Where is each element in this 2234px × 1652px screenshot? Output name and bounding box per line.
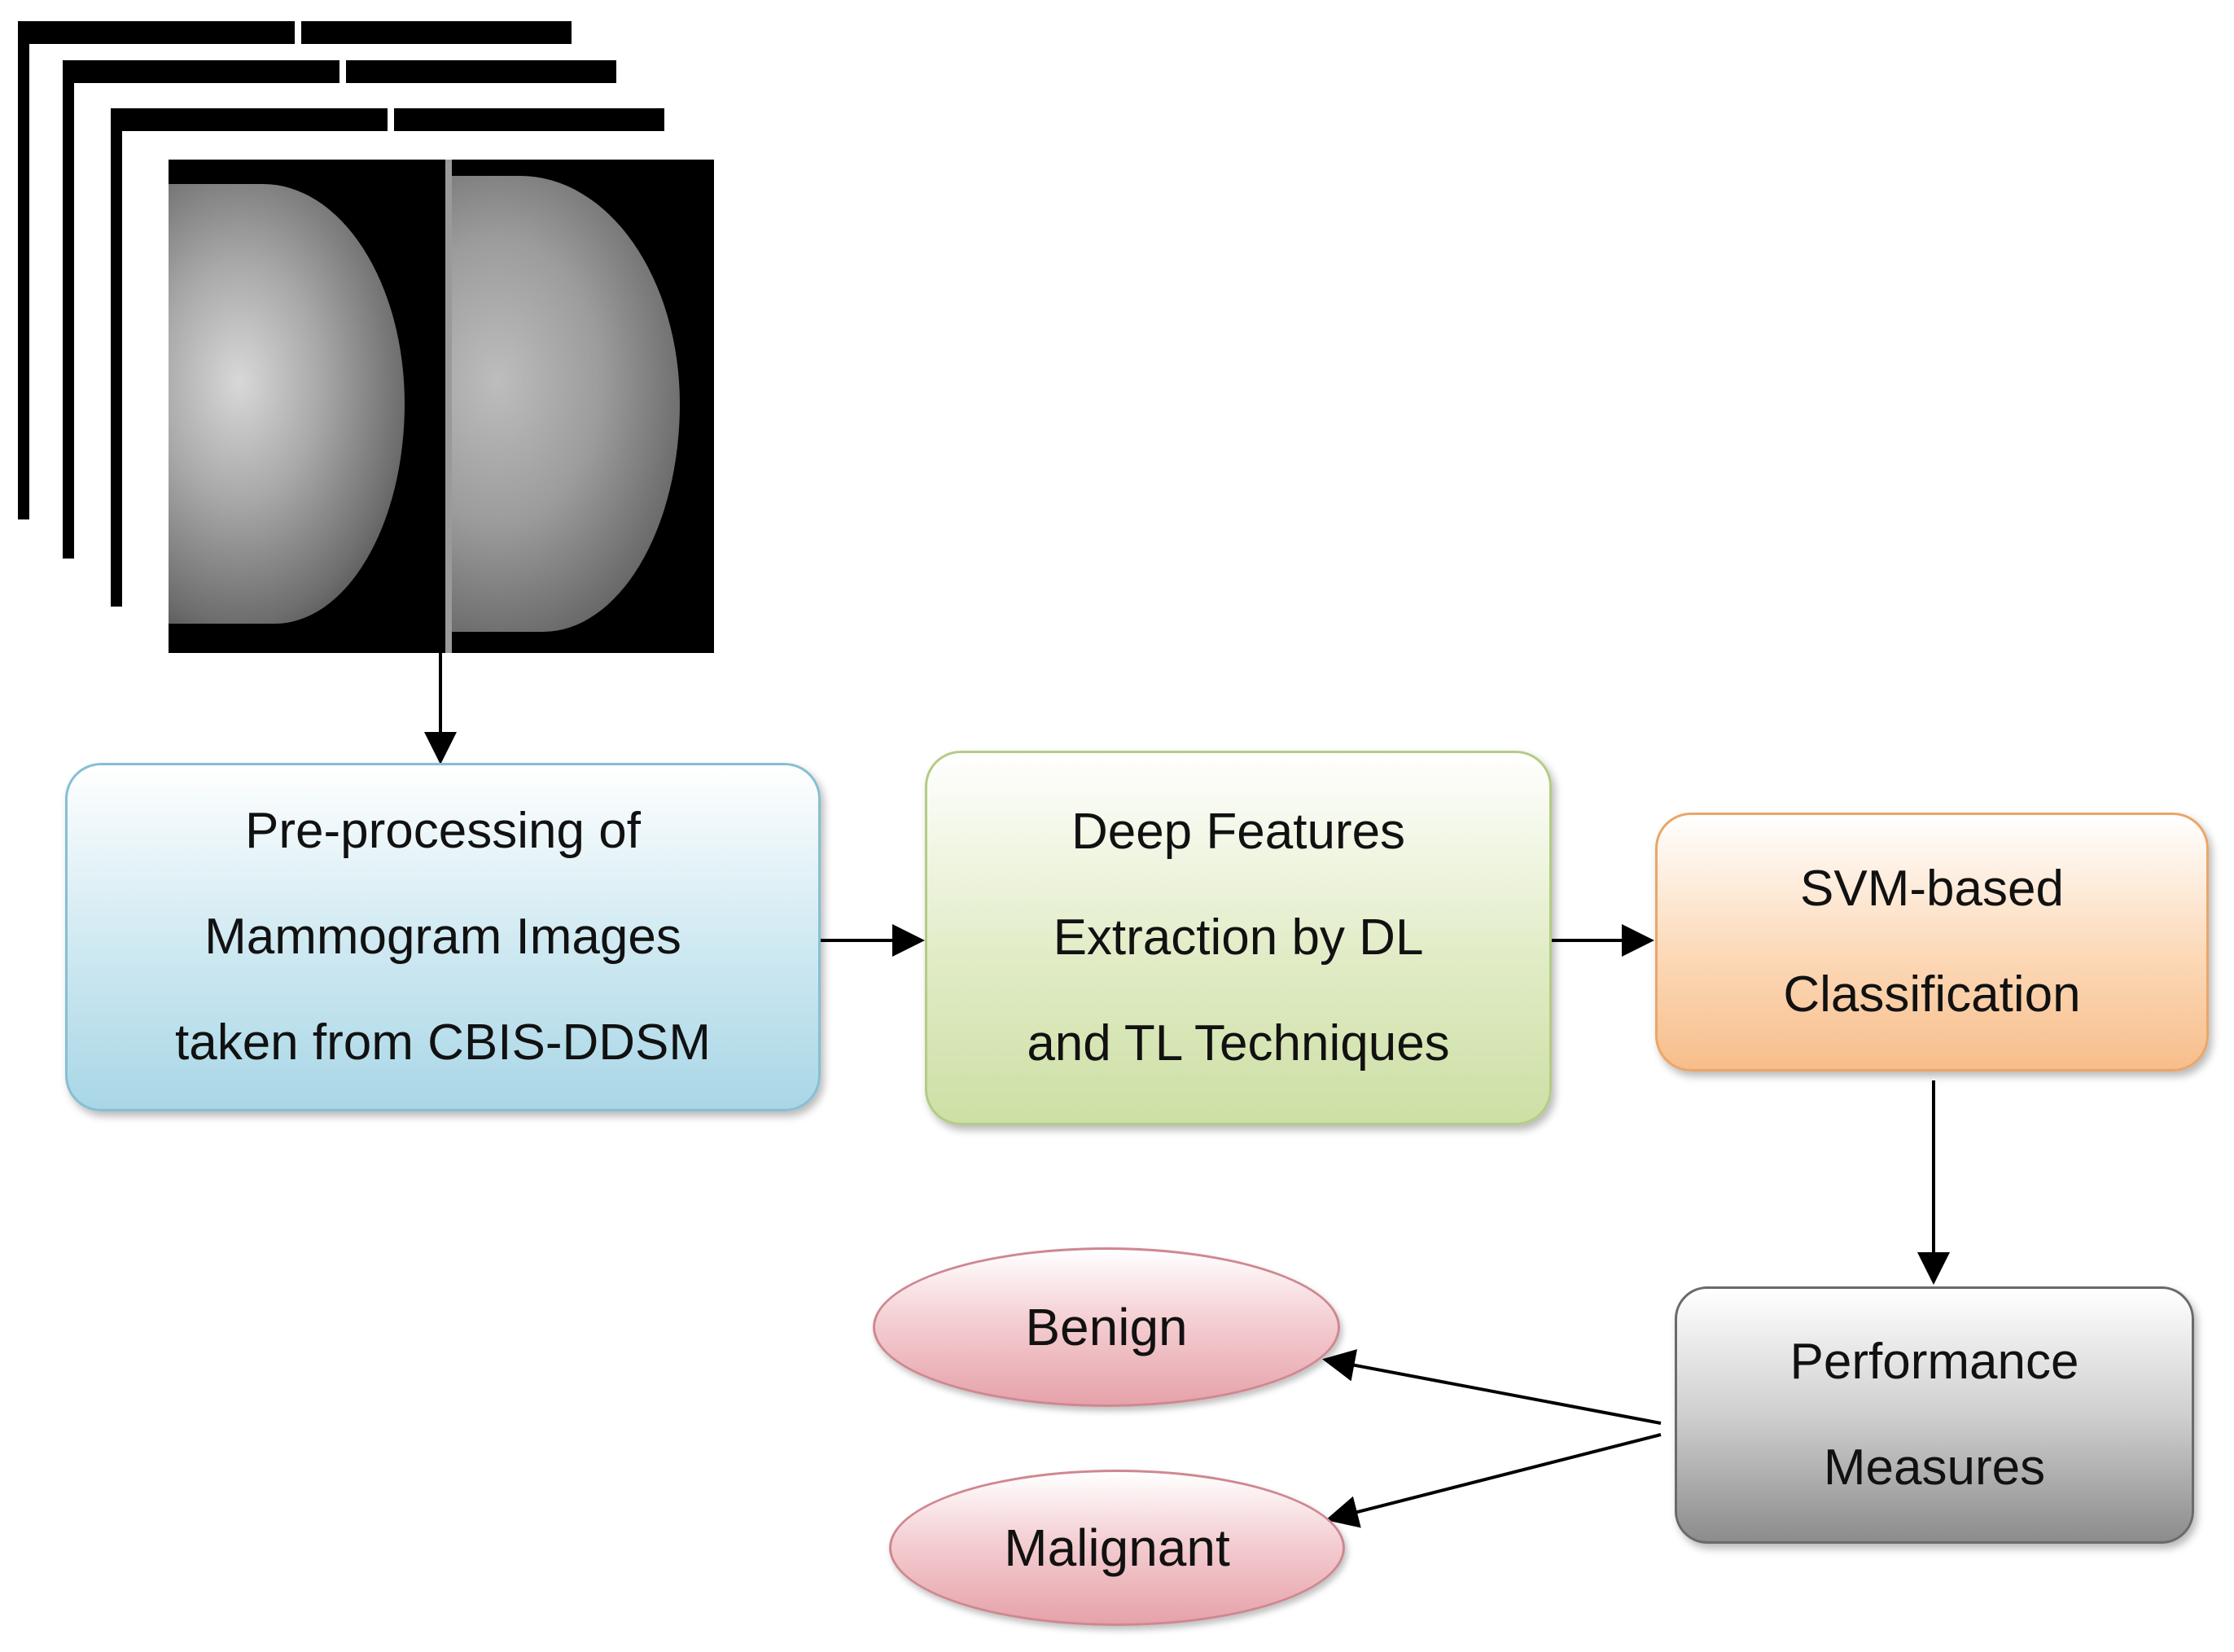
performance-measures-box: Performance Measures <box>1675 1286 2194 1544</box>
mammogram-right-view <box>452 176 680 632</box>
performance-line-1: Performance <box>1789 1334 2079 1390</box>
svm-line-2: Classification <box>1783 966 2081 1023</box>
malignant-ellipse: Malignant <box>889 1470 1345 1626</box>
mammogram-left-view <box>169 184 405 624</box>
svm-line-1: SVM-based <box>1800 861 2064 917</box>
deep-features-line-1: Deep Features <box>1071 804 1406 860</box>
deep-features-box: Deep Features Extraction by DL and TL Te… <box>925 751 1552 1125</box>
malignant-label: Malignant <box>1004 1518 1230 1577</box>
preprocessing-line-2: Mammogram Images <box>204 909 681 965</box>
preprocessing-line-1: Pre-processing of <box>245 803 641 859</box>
benign-ellipse: Benign <box>873 1247 1340 1407</box>
deep-features-line-2: Extraction by DL <box>1053 909 1424 966</box>
mammogram-image <box>169 160 714 653</box>
preprocessing-line-3: taken from CBIS-DDSM <box>174 1014 712 1071</box>
mammogram-divider <box>445 160 452 653</box>
deep-features-line-3: and TL Techniques <box>1027 1015 1450 1071</box>
benign-label: Benign <box>1025 1298 1188 1356</box>
arrow-performance-to-benign <box>1322 1349 1662 1425</box>
arrow-performance-to-malignant <box>1325 1433 1662 1528</box>
performance-line-2: Measures <box>1823 1439 2046 1496</box>
svm-classification-box: SVM-based Classification <box>1655 813 2209 1071</box>
preprocessing-box: Pre-processing of Mammogram Images taken… <box>65 763 821 1111</box>
